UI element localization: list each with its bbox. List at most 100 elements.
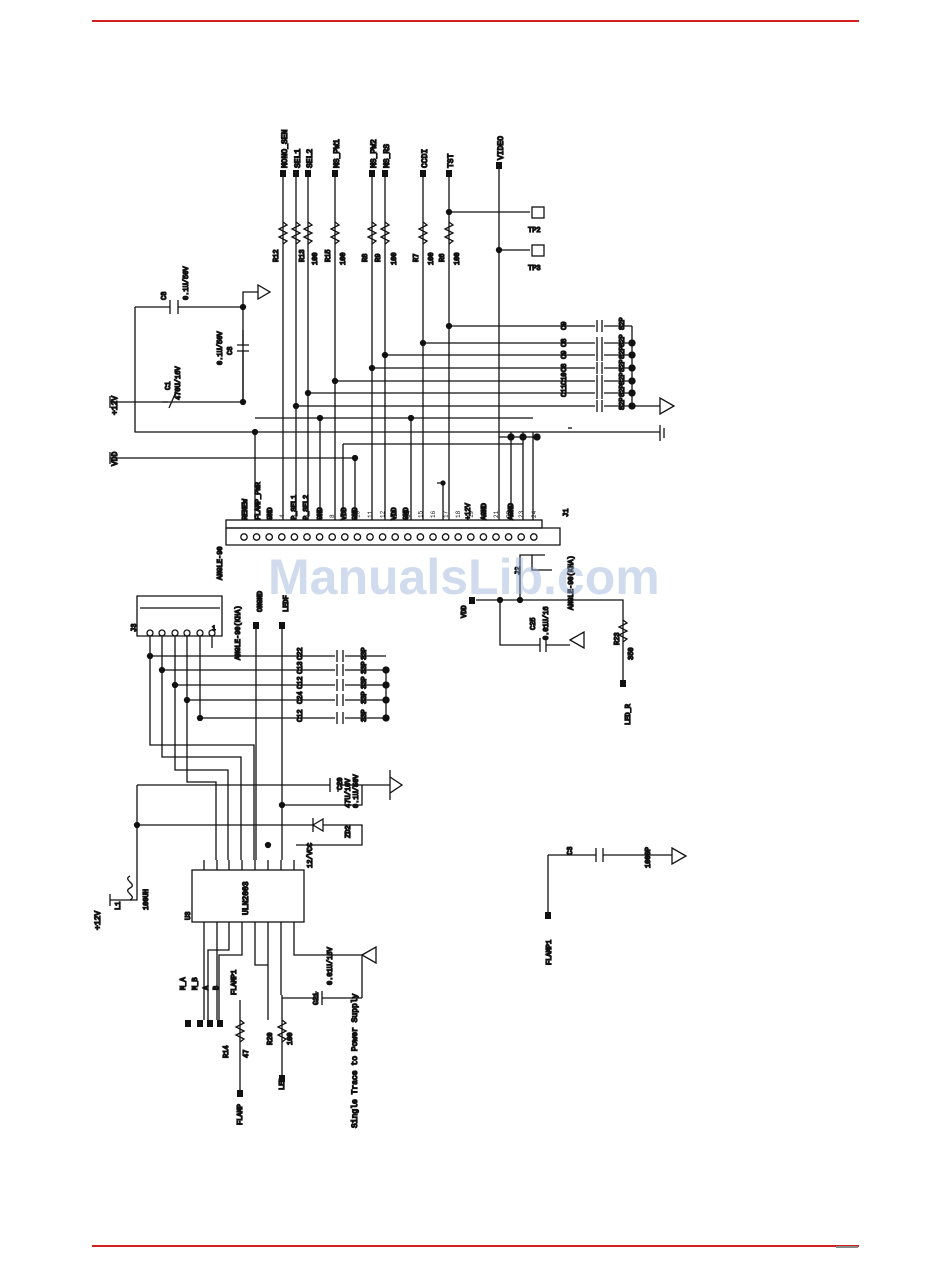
svg-text:1: 1 [212,625,216,632]
svg-text:33P: 33P [361,676,369,689]
svg-text:0.01U/16V: 0.01U/16V [327,946,335,985]
svg-text:R8: R8 [362,254,370,262]
j1-pin [340,533,349,541]
j1-pin-number: 1 [241,514,248,518]
svg-text:C3: C3 [567,847,575,855]
svg-text:C24: C24 [297,691,305,704]
j1-pin [277,533,286,541]
j1-type: ANGLE-90 [217,546,225,580]
svg-text:C1: C1 [165,382,173,390]
svg-text:C12: C12 [297,709,305,722]
svg-text:100: 100 [340,252,348,265]
j1-pin-number: 3 [266,514,273,518]
svg-text:C8: C8 [227,347,235,355]
j1-pin [252,533,261,541]
svg-text:33P: 33P [361,661,369,674]
j1-pin-number: 13 [392,510,399,518]
footer-rule [92,1245,859,1247]
svg-text:82P: 82P [619,397,627,410]
u3-ref: U3 [185,912,193,920]
tp3-box [531,244,545,257]
j1-pin [517,533,526,541]
svg-text:C21: C21 [313,992,321,1005]
svg-text:33P: 33P [361,647,369,660]
header-rule [92,20,859,22]
note-single-trace: Single Trace to Power Supply [351,993,360,1128]
j3-connector [136,595,390,860]
svg-text:LED_R: LED_R [625,703,633,725]
svg-text:GND: GND [352,507,360,520]
svg-text:FLAMP: FLAMP [237,1104,245,1125]
j1-pin [378,533,387,541]
j1-pin-number: 17 [443,510,450,518]
net-label-sel2: SEL2 [306,149,315,168]
j1-pin-number: 10 [354,510,361,518]
j1-pin [466,533,475,541]
svg-text:GND: GND [403,507,411,520]
svg-text:LEDF: LEDF [283,595,291,612]
net-label-mono-sen: MONO_SEN [281,129,290,168]
j1-pin-number: 12 [380,510,387,518]
j1-pin-number: 15 [417,510,424,518]
j1-pin [240,533,248,541]
svg-text:0.1U/50V: 0.1U/50V [353,774,361,808]
j1-pin [529,533,538,541]
j1-pin [479,533,488,541]
svg-text:VDD: VDD [111,451,120,466]
svg-text:C9: C9 [561,322,569,330]
svg-text:VDD: VDD [461,605,469,618]
j1-pin [366,533,374,541]
j1-pin-number: 22 [506,510,513,518]
j1-pin [403,533,412,541]
svg-text:ONGND: ONGND [257,591,265,612]
svg-text:R13: R13 [299,249,307,262]
svg-text:R14: R14 [223,1045,231,1058]
net-label-ms-pw1: MS_PW1 [333,139,342,168]
svg-text:C13: C13 [297,661,305,674]
svg-text:LED: LED [279,1077,287,1090]
svg-text:C25: C25 [530,617,538,630]
svg-text:B: B [213,986,221,990]
j1-pin-number: 24 [531,510,538,518]
j1-pin-number: 18 [455,510,462,518]
svg-text:82P: 82P [619,359,627,372]
svg-text:100: 100 [391,252,399,265]
svg-text:AGND: AGND [481,503,489,520]
watermark: ManualsLib.com [268,549,660,605]
svg-text:0.1U/50V: 0.1U/50V [183,266,191,300]
tp2-box [531,206,545,219]
svg-text:0.1U/50V: 0.1U/50V [217,331,225,365]
svg-text:0.01U/16: 0.01U/16 [543,606,551,640]
svg-text:82P: 82P [619,334,627,347]
svg-text:J3: J3 [131,624,139,632]
svg-text:C8: C8 [561,339,569,347]
j1-pin [303,533,311,541]
j1-pin-labels: RENEW FLAMP_PWR GND P_SEL1 P_SEL2 GND VD… [216,481,571,581]
svg-text:ANGLE-90(KHA): ANGLE-90(KHA) [235,605,243,660]
svg-text:GND: GND [267,507,275,520]
j1-pin [290,533,299,541]
svg-text:82P: 82P [619,372,627,385]
j1-pin-number: 2 [254,514,261,518]
svg-text:AGND: AGND [508,503,516,520]
j1-ref: J1 [563,509,571,517]
right-cap-bank [292,320,676,416]
svg-text:1000P: 1000P [645,847,653,868]
j1-pin [391,533,400,541]
net-label-tst: TST [447,153,456,168]
u3-part: ULN2003 [242,881,251,915]
svg-text:C22: C22 [297,647,305,660]
svg-text:C8: C8 [161,292,169,300]
svg-text:100: 100 [287,1032,295,1045]
j1-pin-number: 16 [430,510,437,518]
svg-text:J2: J2 [515,567,523,575]
svg-text:ZD2: ZD2 [345,825,353,838]
svg-text:+12V: +12V [111,396,120,415]
svg-text:P_SEL2: P_SEL2 [303,495,311,520]
j1-pin [429,533,437,541]
j1-pin [441,533,450,541]
tp3-label: TP3 [528,265,541,273]
j1-pin [265,533,274,541]
